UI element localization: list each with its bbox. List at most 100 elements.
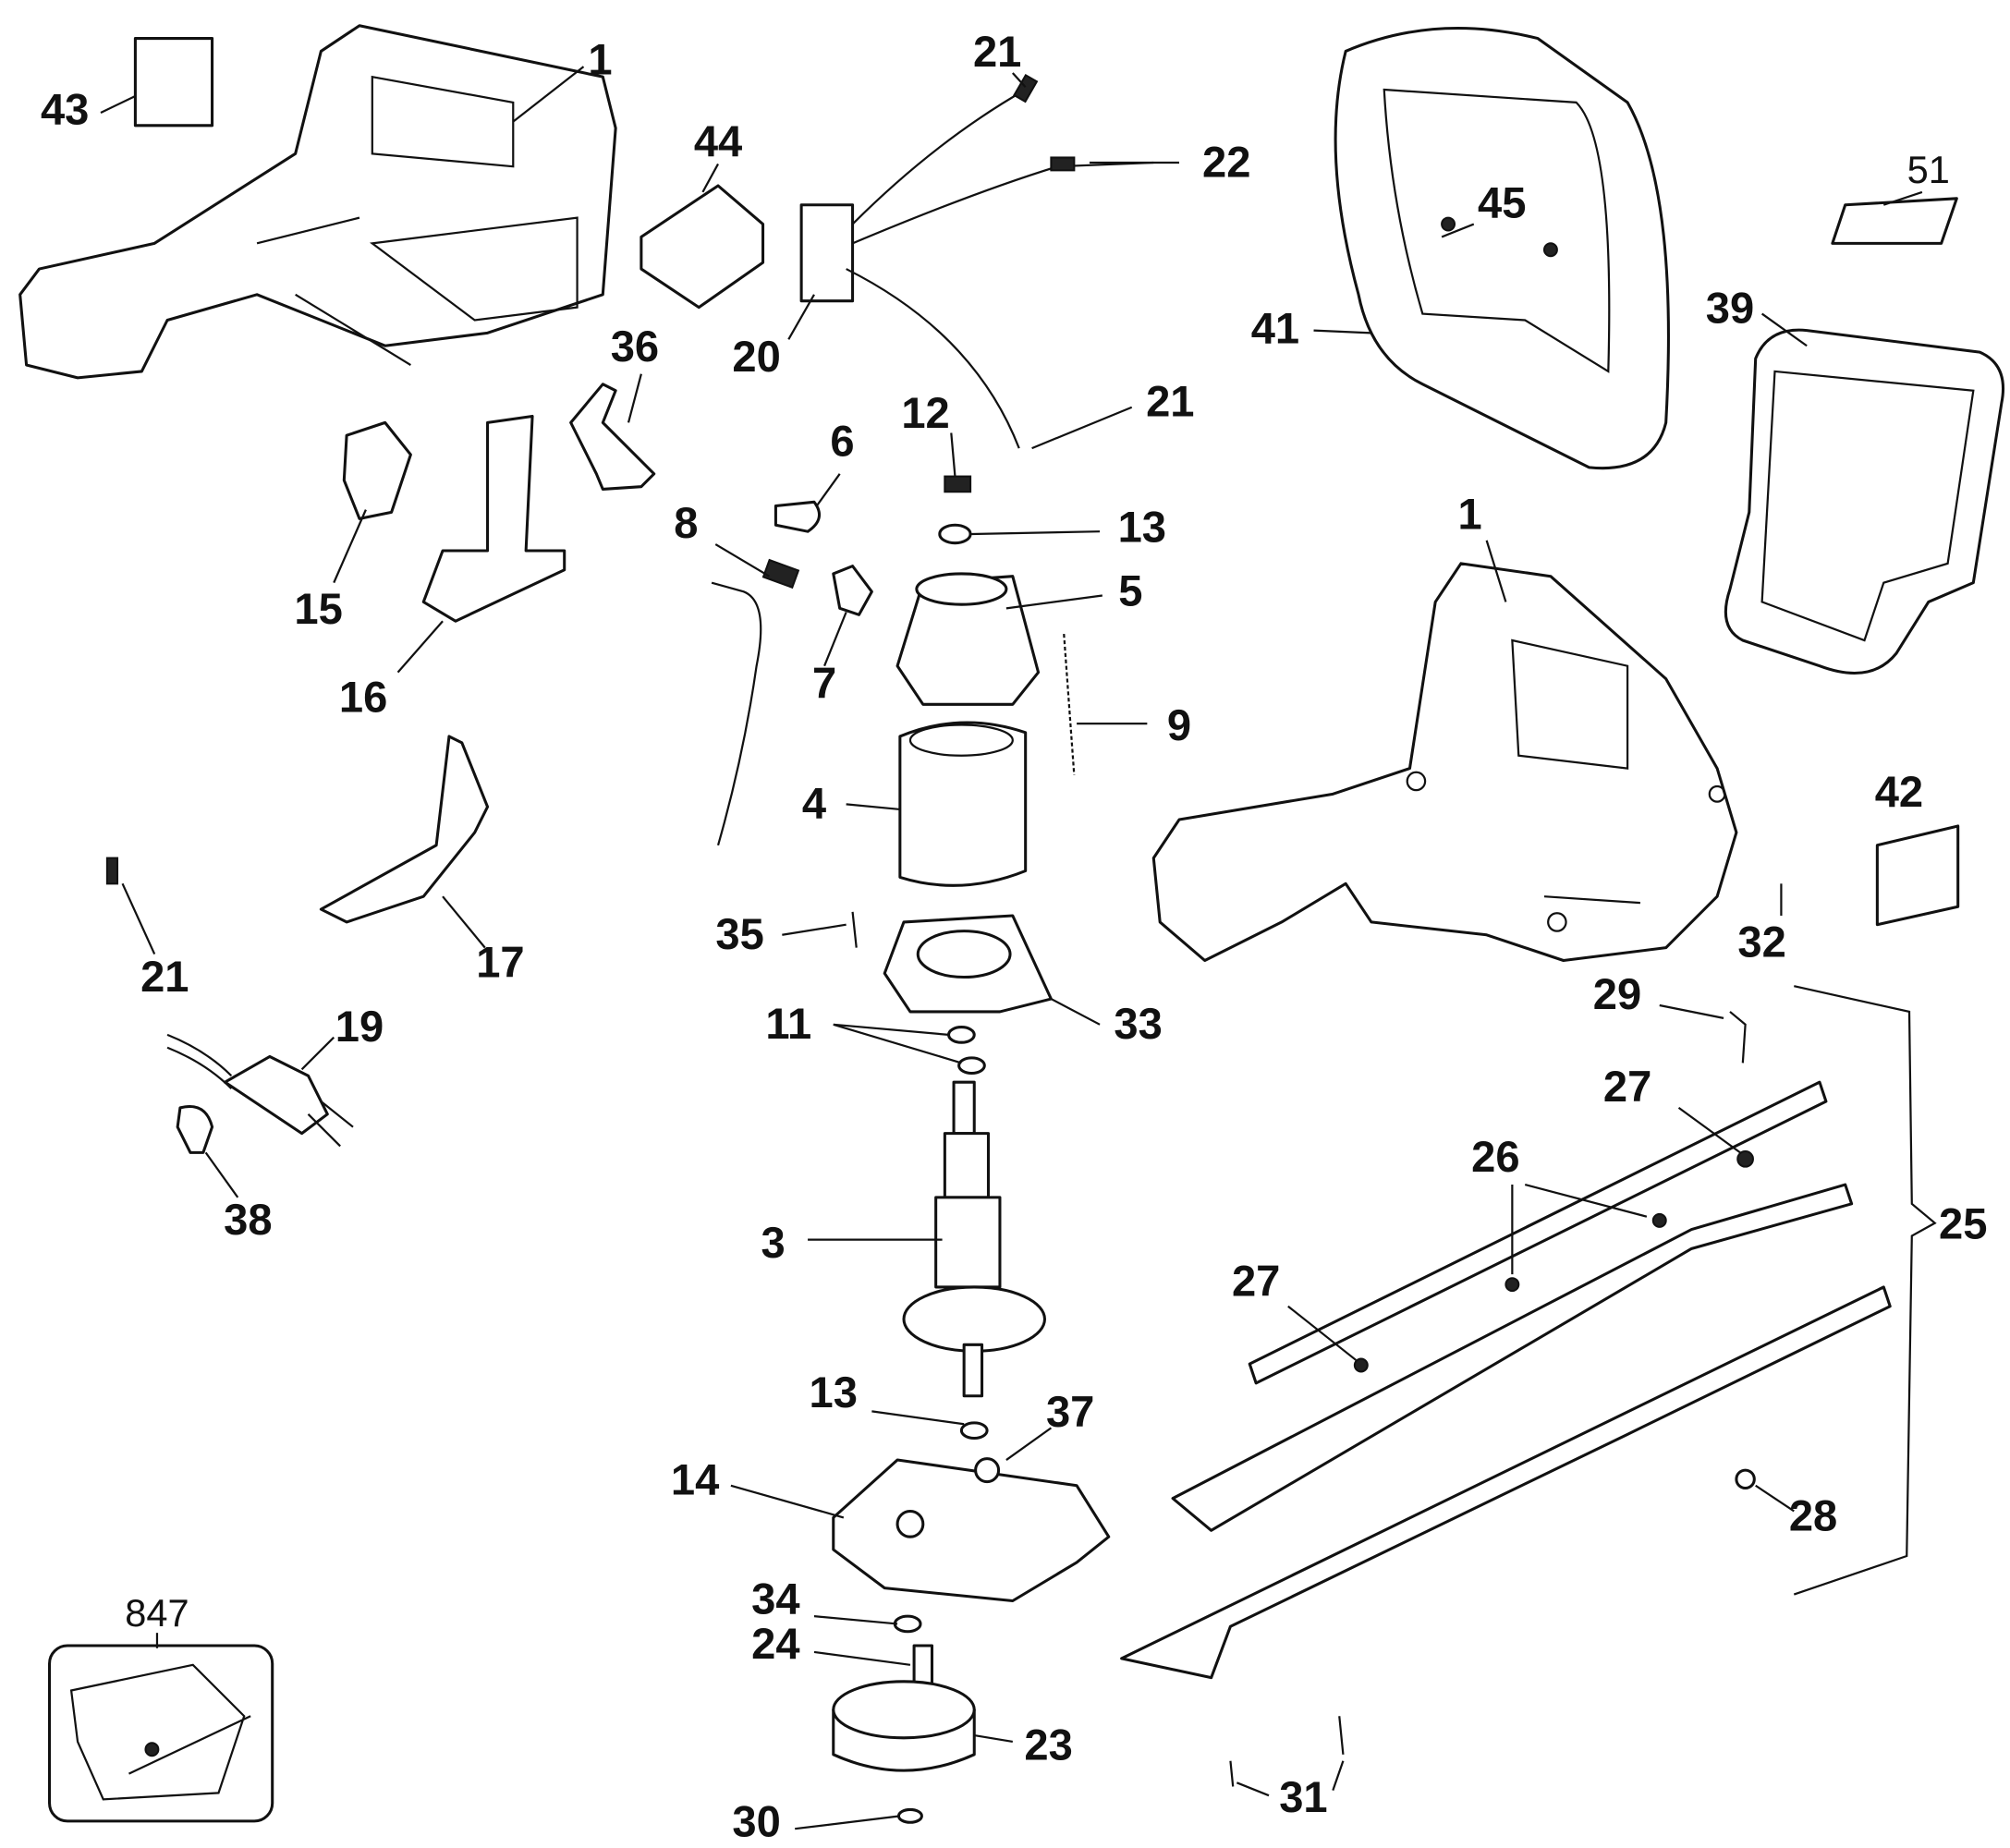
leader-line-14 xyxy=(730,1484,845,1519)
label-42 xyxy=(1875,824,1960,927)
wire-assembly xyxy=(799,73,1154,449)
leader-line-19 xyxy=(300,1036,335,1071)
spring-12 xyxy=(944,475,972,493)
leader-line-27 xyxy=(1287,1305,1357,1361)
callout-16: 16 xyxy=(339,673,387,722)
leader-line-37 xyxy=(1005,1427,1053,1461)
callout-3: 3 xyxy=(761,1218,786,1267)
leader-line-31 xyxy=(1332,1760,1345,1791)
leader-line-1 xyxy=(1485,540,1507,602)
callout-5: 5 xyxy=(1118,566,1142,615)
housing-right-half xyxy=(1151,562,1738,963)
callout-32: 32 xyxy=(1737,917,1785,966)
bearing-retainer-33 xyxy=(883,914,1053,1014)
callout-21: 21 xyxy=(140,952,189,1001)
leader-line-4 xyxy=(846,803,900,811)
callout-847: 847 xyxy=(125,1591,189,1635)
callout-7: 7 xyxy=(812,658,836,707)
bracket-5 xyxy=(895,572,1041,706)
callout-21: 21 xyxy=(1146,376,1194,425)
callout-13: 13 xyxy=(1118,502,1166,551)
leader-line-29 xyxy=(1659,1003,1724,1019)
washer-34 xyxy=(893,1614,922,1634)
callout-9: 9 xyxy=(1167,700,1191,749)
leader-line-21 xyxy=(121,882,156,955)
kit-847 xyxy=(48,1644,274,1823)
leader-lines xyxy=(100,66,1923,1830)
leader-line-21 xyxy=(1031,406,1133,450)
leader-line-30 xyxy=(795,1815,900,1830)
gear-case-14 xyxy=(832,1457,1111,1603)
callout-6: 6 xyxy=(830,416,854,465)
leader-line-13 xyxy=(871,1410,965,1426)
callout-19: 19 xyxy=(335,1002,384,1051)
leader-line-27 xyxy=(1677,1106,1741,1154)
callout-36: 36 xyxy=(611,322,659,371)
leader-line-33 xyxy=(1050,998,1101,1026)
callout-38: 38 xyxy=(224,1195,272,1244)
callout-27: 27 xyxy=(1232,1257,1280,1306)
callout-4: 4 xyxy=(802,779,826,828)
leader-line-12 xyxy=(950,432,956,477)
callout-21: 21 xyxy=(973,27,1021,76)
screw-35 xyxy=(851,911,858,948)
callout-30: 30 xyxy=(732,1797,780,1846)
callout-35: 35 xyxy=(715,909,763,958)
lockout-17 xyxy=(319,735,490,924)
leader-line-24 xyxy=(813,1650,911,1666)
leader-line-13 xyxy=(971,530,1101,536)
callout-51: 51 xyxy=(1907,148,1950,191)
guard-39 xyxy=(1724,328,2005,675)
leader-line-44 xyxy=(701,163,720,193)
callout-37: 37 xyxy=(1046,1387,1094,1436)
callout-34: 34 xyxy=(751,1574,799,1623)
callout-43: 43 xyxy=(41,84,89,133)
brush-parts xyxy=(711,500,873,846)
washer-30 xyxy=(896,1807,923,1824)
leader-line-51 xyxy=(1882,190,1923,206)
label-51 xyxy=(1831,197,1958,245)
leader-line-34 xyxy=(813,1615,898,1625)
cord-19 xyxy=(166,1033,354,1148)
callout-42: 42 xyxy=(1875,767,1923,816)
leader-line-1 xyxy=(512,66,585,123)
switch-15 xyxy=(342,420,412,520)
leader-line-21 xyxy=(1011,72,1027,88)
screw-9 xyxy=(1063,633,1076,775)
armature-3 xyxy=(902,1080,1046,1398)
callout-25: 25 xyxy=(1939,1198,1987,1247)
callout-11: 11 xyxy=(765,999,811,1048)
callout-41: 41 xyxy=(1251,303,1299,352)
callout-15: 15 xyxy=(294,584,342,633)
callout-45: 45 xyxy=(1478,178,1526,227)
leader-line-41 xyxy=(1313,329,1371,334)
switch-part-44 xyxy=(640,184,765,310)
leader-line-43 xyxy=(100,94,136,114)
callout-26: 26 xyxy=(1471,1132,1519,1181)
lever-36 xyxy=(569,383,656,491)
callout-8: 8 xyxy=(674,498,698,547)
blade-assembly-25 xyxy=(1120,985,1937,1787)
leader-line-8 xyxy=(714,543,771,578)
leader-line-11 xyxy=(833,1023,949,1036)
leader-line-16 xyxy=(396,620,444,674)
leader-line-45 xyxy=(1441,223,1475,238)
callout-13: 13 xyxy=(810,1368,858,1416)
leader-line-11 xyxy=(833,1023,962,1064)
callout-22: 22 xyxy=(1202,137,1250,186)
callout-27: 27 xyxy=(1603,1062,1651,1111)
callout-44: 44 xyxy=(694,116,742,165)
callout-14: 14 xyxy=(671,1454,719,1503)
leader-line-23 xyxy=(974,1733,1013,1744)
leader-line-39 xyxy=(1760,312,1808,347)
callout-24: 24 xyxy=(751,1619,799,1668)
terminal-21 xyxy=(105,857,119,885)
leader-line-26 xyxy=(1524,1183,1648,1218)
leader-line-36 xyxy=(627,373,642,423)
gear-23 xyxy=(832,1644,976,1772)
callout-29: 29 xyxy=(1593,969,1641,1018)
leader-line-15 xyxy=(333,509,367,584)
housing-left-half xyxy=(18,24,617,380)
